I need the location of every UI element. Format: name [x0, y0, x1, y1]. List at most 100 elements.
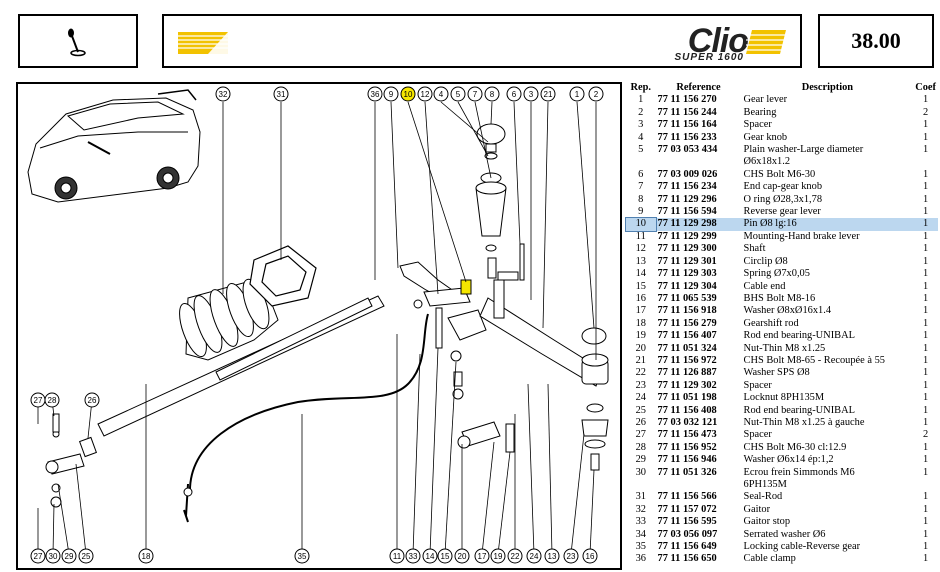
cell-description: Spring Ø7x0,05: [743, 268, 810, 280]
callout-label: 16: [586, 552, 595, 561]
callout-circle: [45, 548, 61, 564]
cell-coef: 1: [923, 317, 929, 329]
callout-label: 10: [404, 90, 413, 99]
callout-circle: [367, 86, 383, 102]
cell-reference: [656, 156, 742, 168]
cell-coef: 1: [923, 243, 929, 255]
header-banner: Clio SUPER 1600: [162, 14, 802, 68]
callout-36: 36: [367, 86, 383, 102]
cell-reference: 77 11 156 244: [657, 106, 717, 118]
cell-description: End cap-gear knob: [743, 181, 823, 193]
callout-label: 7: [473, 90, 478, 99]
callout-6: 6: [506, 86, 522, 102]
callout-label: 28: [48, 396, 57, 405]
cell-coef: 1: [923, 516, 929, 528]
cell-description: Mounting-Hand brake lever: [743, 230, 860, 242]
callout-label: 9: [389, 90, 394, 99]
cell-description: Gearshift rod: [743, 317, 799, 329]
col-description: Description: [801, 82, 854, 93]
cell-rep: 27: [635, 429, 646, 441]
callout-label: 5: [456, 90, 461, 99]
col-reference: Reference: [676, 82, 721, 93]
callout-24: 24: [526, 548, 542, 564]
cell-description: Ø6x18x1.2: [743, 156, 791, 168]
cell-description: Cable end: [743, 280, 786, 292]
cell-rep: 5: [638, 144, 644, 156]
callout-circle: [544, 548, 560, 564]
cell-coef: 1: [923, 379, 929, 391]
callout-circle: [563, 548, 579, 564]
cell-coef: 1: [913, 218, 938, 231]
callout-label: 19: [494, 552, 503, 561]
callout-label: 29: [65, 552, 74, 561]
cell-rep: 6: [638, 168, 644, 180]
callout-circle: [569, 86, 585, 102]
callout-2: 2: [588, 86, 604, 102]
callout-18: 18: [138, 548, 154, 564]
callout-circle: [273, 86, 289, 102]
cell-reference: 77 11 156 649: [657, 541, 717, 553]
table-header-row: Rep. Reference Description Coef: [626, 82, 938, 94]
cell-rep: 31: [635, 491, 646, 503]
cell-reference: 77 11 156 650: [657, 553, 717, 565]
cell-description: 6PH135M: [743, 479, 787, 490]
cell-reference: 77 11 129 304: [657, 280, 717, 292]
clio-logo: Clio: [687, 22, 749, 60]
callout-label: 2: [594, 90, 599, 99]
cell-reference: 77 03 009 026: [657, 168, 718, 180]
callout-26: 26: [84, 392, 100, 408]
cell-reference: 77 11 156 566: [657, 491, 717, 503]
callout-label: 6: [512, 90, 517, 99]
col-coef: Coef: [915, 82, 936, 93]
cell-rep: 20: [635, 342, 646, 354]
callout-14: 14: [422, 548, 438, 564]
callout-label: 14: [426, 552, 435, 561]
callout-19: 19: [490, 548, 506, 564]
cell-reference: 77 11 156 279: [657, 317, 717, 329]
callout-circle: [506, 86, 522, 102]
cell-coef: 1: [923, 94, 929, 106]
cell-coef: 1: [923, 181, 929, 193]
col-rep: Rep.: [630, 82, 652, 93]
cell-description: CHS Bolt M6-30 cl:12.9: [743, 441, 847, 453]
callout-27: 27: [30, 548, 46, 564]
cell-rep: 13: [635, 255, 646, 267]
callout-25: 25: [78, 548, 94, 564]
callout-label: 23: [567, 552, 576, 561]
callout-label: 32: [219, 90, 228, 99]
car-illustration: [27, 89, 201, 203]
cell-rep: 35: [635, 541, 646, 553]
callout-15: 15: [437, 548, 453, 564]
cell-rep: 8: [638, 193, 644, 205]
callout-circle: [523, 86, 539, 102]
cell-coef: 1: [923, 454, 929, 466]
cell-description: Rod end bearing-UNIBAL: [743, 404, 855, 416]
cell-description: Shaft: [743, 243, 766, 255]
cell-coef: 1: [923, 354, 929, 366]
rod-end-left: [45, 413, 98, 508]
parts-table: Rep. Reference Description Coef 1 77 11 1…: [625, 82, 938, 566]
callout-7: 7: [467, 86, 483, 102]
locking-cable: [188, 313, 429, 495]
page-number: 38.00: [818, 14, 934, 68]
callout-29: 29: [61, 548, 77, 564]
cell-description: Gear knob: [743, 131, 788, 143]
callout-circle: [474, 548, 490, 564]
cell-reference: 77 03 056 097: [657, 528, 718, 540]
cell-rep: 4: [638, 131, 644, 143]
cell-coef: 1: [923, 330, 929, 342]
callout-circle: [467, 86, 483, 102]
cell-coef: 1: [923, 491, 929, 503]
